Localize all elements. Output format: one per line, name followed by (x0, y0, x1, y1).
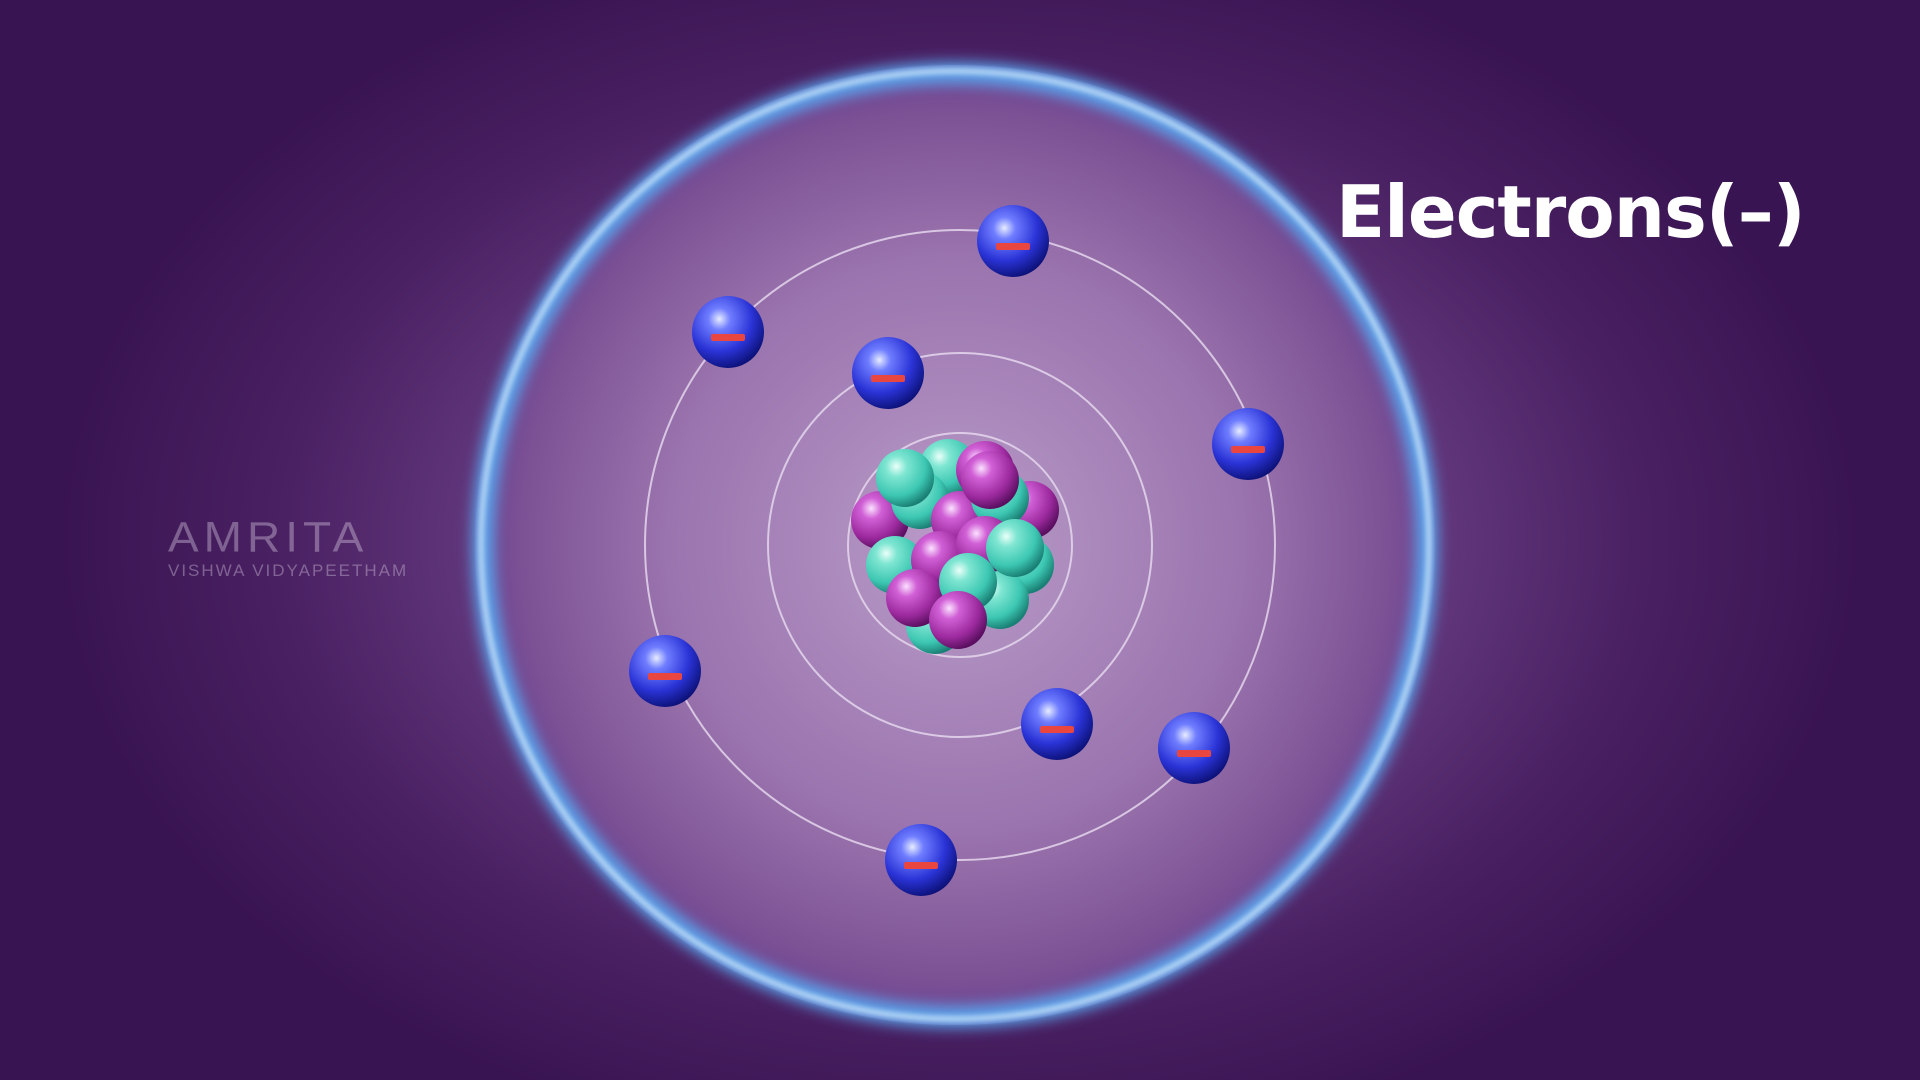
amrita-watermark: AMRITA VISHWA VIDYAPEETHAM (168, 514, 408, 579)
orbit-outer (644, 229, 1276, 861)
electron (629, 635, 701, 707)
minus-sign-icon (711, 334, 745, 341)
electron-sphere (692, 296, 764, 368)
nucleus (851, 439, 1059, 654)
electron (692, 296, 764, 368)
minus-sign-icon (1231, 446, 1265, 453)
orbit-middle (767, 352, 1153, 738)
neutron (986, 519, 1044, 577)
electron-sphere (1021, 688, 1093, 760)
electron-sphere (1212, 408, 1284, 480)
proton (886, 569, 944, 627)
neutron (876, 449, 934, 507)
electron (1212, 408, 1284, 480)
electron (1021, 688, 1093, 760)
electron (885, 824, 957, 896)
watermark-main-text: AMRITA (168, 513, 369, 561)
minus-sign-icon (648, 673, 682, 680)
minus-sign-icon (871, 375, 905, 382)
minus-sign-icon (1040, 726, 1074, 733)
electron-sphere (1158, 712, 1230, 784)
minus-sign-icon (904, 862, 938, 869)
minus-sign-icon (1177, 750, 1211, 757)
watermark-sub-text: VISHWA VIDYAPEETHAM (168, 561, 409, 580)
electrons-group (629, 205, 1284, 896)
electron-sphere (885, 824, 957, 896)
electron (1158, 712, 1230, 784)
electron-sphere (977, 205, 1049, 277)
orbit-inner (847, 432, 1073, 658)
atom-boundary (479, 69, 1431, 1021)
electrons-label: Electrons(–) (1336, 170, 1806, 254)
electron-sphere (629, 635, 701, 707)
minus-sign-icon (996, 243, 1030, 250)
electron (977, 205, 1049, 277)
proton (961, 451, 1019, 509)
proton (929, 591, 987, 649)
electron (852, 337, 924, 409)
electron-sphere (852, 337, 924, 409)
